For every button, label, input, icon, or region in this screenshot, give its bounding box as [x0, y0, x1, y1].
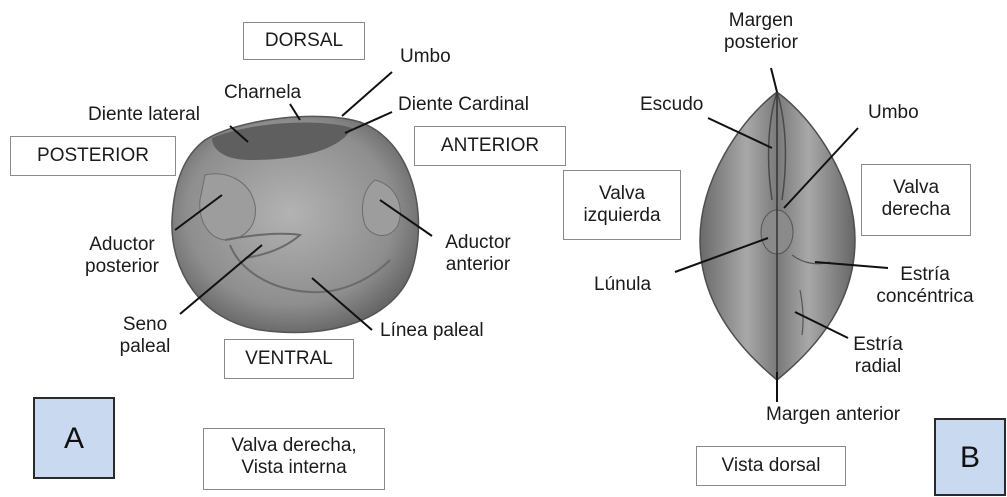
caption-b: Vista dorsal [696, 446, 846, 486]
label-diente-lateral: Diente lateral [88, 104, 200, 126]
label-valva-derecha: Valva derecha [861, 164, 971, 236]
label-aductor-anterior: Aductor anterior [428, 232, 528, 276]
label-estria-concentrica-line1: Estría [866, 264, 984, 286]
label-margen-posterior-line2: posterior [706, 32, 816, 54]
label-valva-izquierda-line1: Valva [564, 183, 680, 205]
label-estria-radial-line1: Estría [840, 334, 916, 356]
label-seno-paleal-line2: paleal [100, 336, 190, 358]
label-valva-izquierda-line2: izquierda [564, 205, 680, 227]
label-seno-paleal-line1: Seno [100, 314, 190, 336]
label-charnela: Charnela [224, 82, 301, 104]
caption-a-line1: Valva derecha, [204, 435, 384, 457]
label-seno-paleal: Seno paleal [100, 314, 190, 358]
label-aductor-anterior-line1: Aductor [428, 232, 528, 254]
label-estria-concentrica-line2: concéntrica [866, 286, 984, 308]
label-margen-posterior: Margen posterior [706, 10, 816, 54]
caption-a-line2: Vista interna [204, 457, 384, 479]
label-estria-radial-line2: radial [840, 356, 916, 378]
panel-label-b: B [934, 418, 1006, 496]
label-valva-derecha-line2: derecha [862, 199, 970, 221]
shell-a [172, 116, 419, 332]
label-aductor-anterior-line2: anterior [428, 254, 528, 276]
label-linea-paleal: Línea paleal [380, 320, 484, 342]
leader-umbo-a [342, 72, 392, 116]
caption-a: Valva derecha, Vista interna [203, 428, 385, 490]
orientation-anterior: ANTERIOR [414, 126, 566, 166]
label-escudo: Escudo [640, 94, 703, 116]
label-aductor-posterior-line1: Aductor [72, 234, 172, 256]
label-aductor-posterior: Aductor posterior [72, 234, 172, 278]
label-lunula: Lúnula [594, 274, 651, 296]
label-margen-anterior: Margen anterior [766, 404, 900, 426]
label-estria-radial: Estría radial [840, 334, 916, 378]
leader-margen-posterior [771, 68, 777, 92]
label-diente-cardinal: Diente Cardinal [398, 94, 529, 116]
label-margen-posterior-line1: Margen [706, 10, 816, 32]
label-aductor-posterior-line2: posterior [72, 256, 172, 278]
orientation-posterior: POSTERIOR [10, 136, 176, 176]
label-umbo-a: Umbo [400, 46, 451, 68]
label-valva-izquierda: Valva izquierda [563, 170, 681, 240]
orientation-ventral: VENTRAL [224, 339, 354, 379]
orientation-dorsal: DORSAL [243, 22, 365, 60]
label-estria-concentrica: Estría concéntrica [866, 264, 984, 308]
label-valva-derecha-line1: Valva [862, 177, 970, 199]
label-umbo-b: Umbo [868, 102, 919, 124]
panel-label-a: A [33, 397, 115, 479]
shell-b [700, 92, 855, 395]
